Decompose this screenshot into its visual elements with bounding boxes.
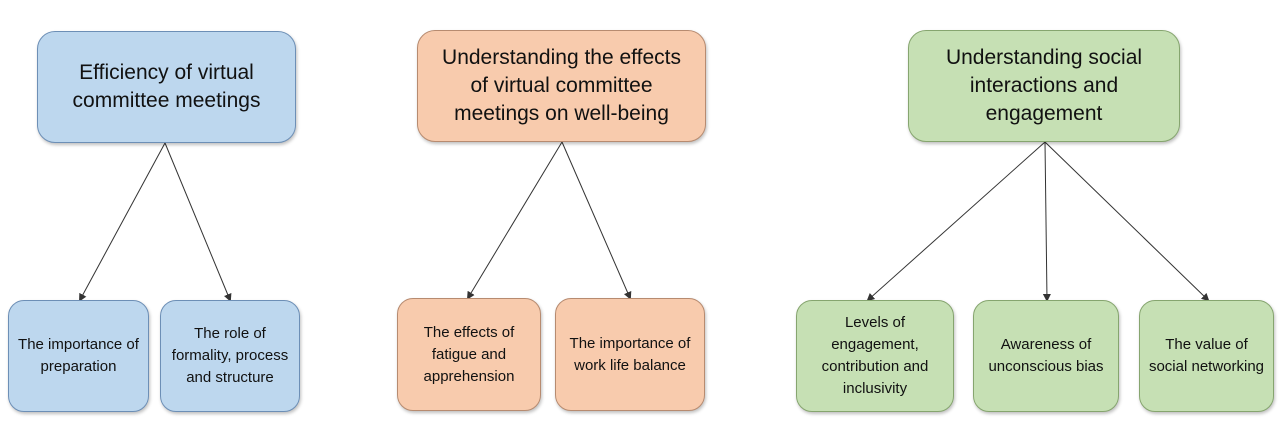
subtheme-engagement-label: Levels of engagement, contribution and i… bbox=[821, 314, 929, 397]
connector-3-2 bbox=[1042, 141, 1051, 302]
connector-1-2 bbox=[164, 142, 232, 302]
subtheme-formality-box: The role of formality, process and struc… bbox=[160, 300, 300, 412]
theme-social-label: Understanding social interactions and en… bbox=[945, 46, 1143, 125]
subtheme-preparation-box: The importance of preparation bbox=[8, 300, 149, 412]
subtheme-engagement-box: Levels of engagement, contribution and i… bbox=[796, 300, 954, 412]
subtheme-bias-label: Awareness of unconscious bias bbox=[988, 336, 1104, 375]
subtheme-bias-box: Awareness of unconscious bias bbox=[973, 300, 1119, 412]
subtheme-preparation-label: The importance of preparation bbox=[18, 336, 139, 375]
theme-social-box: Understanding social interactions and en… bbox=[908, 30, 1180, 142]
theme-wellbeing-box: Understanding the effects of virtual com… bbox=[417, 30, 706, 142]
subtheme-work-life-label: The importance of work life balance bbox=[569, 334, 691, 374]
connector-3-3 bbox=[1044, 141, 1210, 302]
subtheme-work-life-box: The importance of work life balance bbox=[555, 298, 705, 411]
connector-1-1 bbox=[79, 142, 166, 302]
subtheme-fatigue-label: The effects of fatigue and apprehension bbox=[423, 323, 515, 385]
theme-efficiency-box: Efficiency of virtual committee meetings bbox=[37, 31, 296, 143]
subtheme-networking-label: The value of social networking bbox=[1148, 336, 1265, 375]
connector-2-2 bbox=[561, 141, 632, 300]
theme-wellbeing-label: Understanding the effects of virtual com… bbox=[442, 46, 681, 125]
connector-3-1 bbox=[866, 141, 1046, 302]
theme-efficiency-label: Efficiency of virtual committee meetings bbox=[72, 61, 261, 112]
subtheme-fatigue-box: The effects of fatigue and apprehension bbox=[397, 298, 541, 411]
connector-2-1 bbox=[466, 141, 563, 300]
subtheme-formality-label: The role of formality, process and struc… bbox=[171, 325, 289, 386]
subtheme-networking-box: The value of social networking bbox=[1139, 300, 1274, 412]
